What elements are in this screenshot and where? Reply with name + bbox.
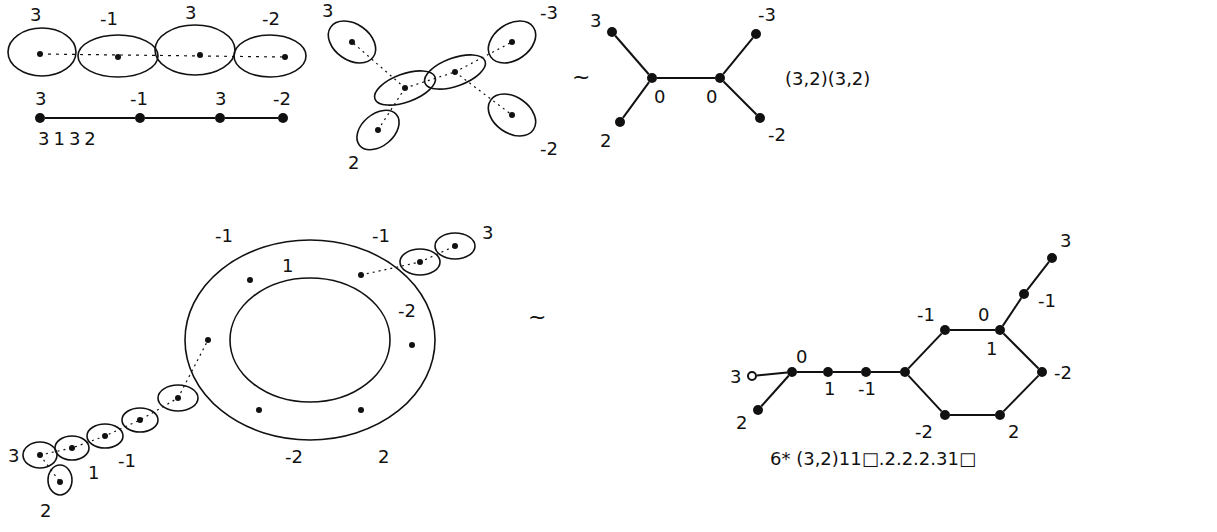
graph-edge — [1003, 376, 1038, 412]
link-weight-label: 2 — [378, 446, 389, 467]
weight-label: 1 — [986, 338, 997, 359]
weight-node: -1 — [1019, 289, 1029, 299]
weight-node: -2 — [940, 410, 950, 420]
weight-label: -2 — [768, 124, 786, 145]
weight-node: 01 — [995, 325, 1005, 335]
graph-edge — [950, 329, 995, 331]
link-weight-label: -2 — [540, 138, 558, 159]
weight-node: 0 — [647, 73, 657, 83]
weight-node: -2 — [755, 113, 765, 123]
graph-edge — [723, 38, 753, 74]
graph-edge — [797, 371, 823, 373]
weight-label: 3 — [590, 10, 601, 31]
weight-label: 1 — [824, 378, 835, 399]
link-weight-label: -1 — [215, 225, 233, 246]
weight-node: 3 — [215, 113, 225, 123]
weight-node: 2 — [615, 117, 625, 127]
graph-edge — [908, 376, 941, 412]
weight-label: 3 — [730, 366, 741, 387]
link-weight-label: -2 — [262, 8, 280, 29]
weight-label: -1 — [1038, 290, 1056, 311]
link-weight-label: 3 — [482, 222, 493, 243]
weight-label: 3 — [1060, 230, 1071, 251]
weight-node: 3 — [35, 113, 45, 123]
weight-label: -1 — [130, 88, 148, 109]
weight-node: 2 — [995, 410, 1005, 420]
weight-label: 2 — [736, 412, 747, 433]
link-weight-label: 1 — [282, 255, 293, 276]
weight-node: 0 — [787, 367, 797, 377]
weight-label: 3 — [35, 88, 46, 109]
weight-node — [900, 367, 910, 377]
weight-node: -3 — [751, 29, 761, 39]
graph-edge — [833, 371, 861, 373]
weight-label: -2 — [1054, 362, 1072, 383]
weight-node: 2 — [753, 405, 763, 415]
weight-label: -1 — [917, 304, 935, 325]
link-weight-label: -1 — [372, 225, 390, 246]
weight-node: 3 — [607, 27, 617, 37]
graph-edge — [45, 117, 135, 119]
weight-node: -1 — [940, 325, 950, 335]
link-weight-label: -1 — [118, 450, 136, 471]
graph-edge — [615, 36, 648, 74]
link-weight-label: -2 — [398, 300, 416, 321]
link-weight-label: 3 — [185, 2, 196, 23]
graph-edge — [1003, 298, 1021, 326]
link-weight-label: 2 — [40, 500, 51, 521]
weight-label: 0 — [654, 86, 665, 107]
conway-notation-label: (3,2)(3,2) — [785, 68, 870, 89]
graph-edge — [871, 371, 900, 373]
weight-node: 0 — [715, 73, 725, 83]
weight-label: 2 — [1008, 421, 1019, 442]
graph-edge — [1004, 334, 1039, 369]
weight-label: -1 — [858, 378, 876, 399]
graph-edge — [1027, 262, 1049, 290]
link-weight-label: 2 — [348, 152, 359, 173]
graph-edge — [724, 82, 757, 115]
link-weight-label: -3 — [540, 2, 558, 23]
weight-label: 0 — [978, 304, 989, 325]
continued-fraction-label: 3132 — [38, 128, 100, 149]
equivalence-sign-label: ~ — [572, 66, 590, 87]
weight-node: -1 — [135, 113, 145, 123]
weight-label: -3 — [758, 4, 776, 25]
graph-edge — [225, 117, 278, 119]
weight-node: 3 — [747, 371, 757, 381]
link-weight-label: -1 — [100, 8, 118, 29]
graph-edge — [761, 376, 788, 407]
link-weight-label: -2 — [285, 446, 303, 467]
weight-label: -2 — [273, 88, 291, 109]
graph-edge — [908, 334, 941, 369]
equivalence-sign-label: ~ — [528, 306, 546, 327]
weight-label: 0 — [706, 86, 717, 107]
weight-label: 2 — [600, 130, 611, 151]
weight-node: 1 — [823, 367, 833, 377]
link-weight-label: 3 — [8, 445, 19, 466]
weight-node: 3 — [1047, 253, 1057, 263]
link-weight-label: 3 — [322, 0, 333, 21]
graph-edge — [757, 372, 787, 375]
graph-edge — [950, 414, 995, 416]
weight-node: -2 — [278, 113, 288, 123]
weight-node: -1 — [861, 367, 871, 377]
weight-label: 0 — [796, 346, 807, 367]
conway-notation-label: 6* (3,2)11□.2.2.2.31□ — [770, 448, 976, 469]
graph-edge — [657, 77, 715, 79]
weight-node: -2 — [1037, 367, 1047, 377]
weight-label: -2 — [915, 421, 933, 442]
link-weight-label: 3 — [30, 4, 41, 25]
link-weight-label: 1 — [88, 462, 99, 483]
graph-edge — [623, 82, 649, 118]
weight-label: 3 — [215, 88, 226, 109]
graph-edge — [145, 117, 215, 119]
